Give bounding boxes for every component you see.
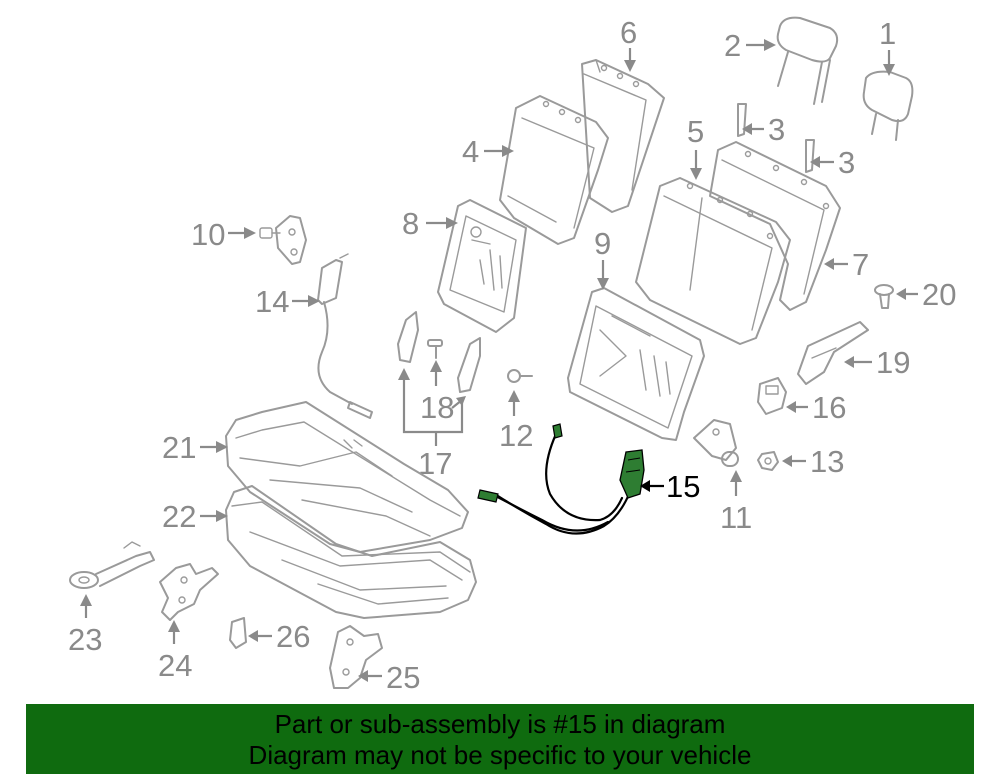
part-1-headrest [862, 70, 914, 141]
part-3-guide-lower [805, 139, 815, 173]
callout-3a: 3 [768, 112, 785, 147]
callout-5: 5 [687, 114, 704, 149]
part-17-trim-right [457, 337, 481, 393]
part-23-hook [69, 541, 155, 589]
callout-13: 13 [810, 444, 844, 479]
callout-2: 2 [724, 28, 741, 63]
part-20-push-pin [874, 284, 894, 309]
leader-2 [746, 39, 776, 51]
part-25-hinge-bracket [329, 625, 383, 689]
leader-23 [80, 594, 92, 618]
leader-20 [896, 288, 918, 300]
part-2-headrest [776, 16, 839, 105]
part-18-bolt [427, 339, 443, 359]
part-9-seatback-frame [567, 287, 705, 441]
part-24-bracket [159, 563, 219, 621]
part-17-trim-left [397, 311, 419, 363]
part-15-release-cable-assembly [477, 423, 645, 535]
notice-line-2: Diagram may not be specific to your vehi… [248, 740, 752, 770]
part-7-seatback-cover [709, 141, 841, 311]
leader-22 [200, 510, 228, 522]
callout-7: 7 [852, 247, 869, 282]
leader-4 [484, 145, 514, 157]
part-12-bolt [507, 369, 533, 383]
callout-8: 8 [402, 206, 419, 241]
leader-24 [168, 620, 180, 644]
callout-3b: 3 [838, 145, 855, 180]
callout-23: 23 [68, 622, 102, 657]
leader-15 [640, 480, 664, 492]
callout-16: 16 [812, 390, 846, 425]
callout-6: 6 [620, 15, 637, 50]
part-14-release-cable [317, 253, 373, 419]
leader-6 [624, 48, 636, 72]
callout-26: 26 [276, 619, 310, 654]
part-10-latch-bracket [259, 215, 307, 265]
part-5-seatback-cover [635, 177, 791, 345]
leader-5 [690, 150, 702, 180]
leader-17 [398, 368, 464, 446]
leader-11 [730, 470, 742, 496]
callout-18: 18 [420, 390, 454, 425]
callout-12: 12 [499, 418, 533, 453]
leader-1 [883, 50, 895, 76]
callout-11: 11 [720, 500, 752, 535]
callout-4: 4 [462, 134, 479, 169]
leader-26 [248, 630, 272, 642]
callout-1: 1 [879, 16, 896, 51]
leader-8 [426, 217, 458, 229]
callout-22: 22 [162, 499, 196, 534]
part-19-belt-guide [797, 321, 869, 385]
leader-3b [810, 156, 834, 168]
callout-24: 24 [158, 648, 192, 683]
part-22-cushion-pad [225, 485, 477, 619]
leader-14 [292, 295, 320, 307]
parts-diagram: 1 2 3 3 6 4 5 [68, 15, 956, 695]
part-11-pivot-bracket [693, 419, 739, 467]
callout-25: 25 [386, 660, 420, 695]
part-8-seatback-frame [437, 199, 527, 333]
part-26-clip [229, 617, 247, 649]
notice-banner: Part or sub-assembly is #15 in diagram D… [26, 704, 974, 774]
callout-14: 14 [255, 284, 289, 319]
part-16-guide-bezel [757, 377, 787, 415]
leader-16 [786, 401, 808, 413]
part-6-seatback-cover [581, 59, 665, 213]
callout-21: 21 [162, 430, 196, 465]
part-4-seatback-cover [499, 95, 609, 245]
notice-line-1: Part or sub-assembly is #15 in diagram [274, 709, 726, 739]
part-13-nut [757, 451, 779, 471]
leader-18 [430, 360, 466, 409]
callout-19: 19 [876, 345, 910, 380]
callout-20: 20 [922, 277, 956, 312]
leader-21 [200, 441, 228, 453]
leader-19 [844, 356, 872, 368]
callout-10: 10 [191, 217, 225, 252]
leader-7 [824, 258, 848, 270]
leader-10 [228, 227, 256, 239]
callout-9: 9 [594, 226, 611, 261]
leader-9 [597, 260, 609, 290]
part-21-cushion-cover [225, 401, 469, 553]
leader-3a [742, 123, 764, 135]
leader-13 [782, 455, 806, 467]
part-3-guide-upper [737, 103, 747, 137]
leader-25 [358, 670, 382, 682]
leader-12 [508, 390, 520, 416]
callout-15: 15 [666, 469, 700, 504]
